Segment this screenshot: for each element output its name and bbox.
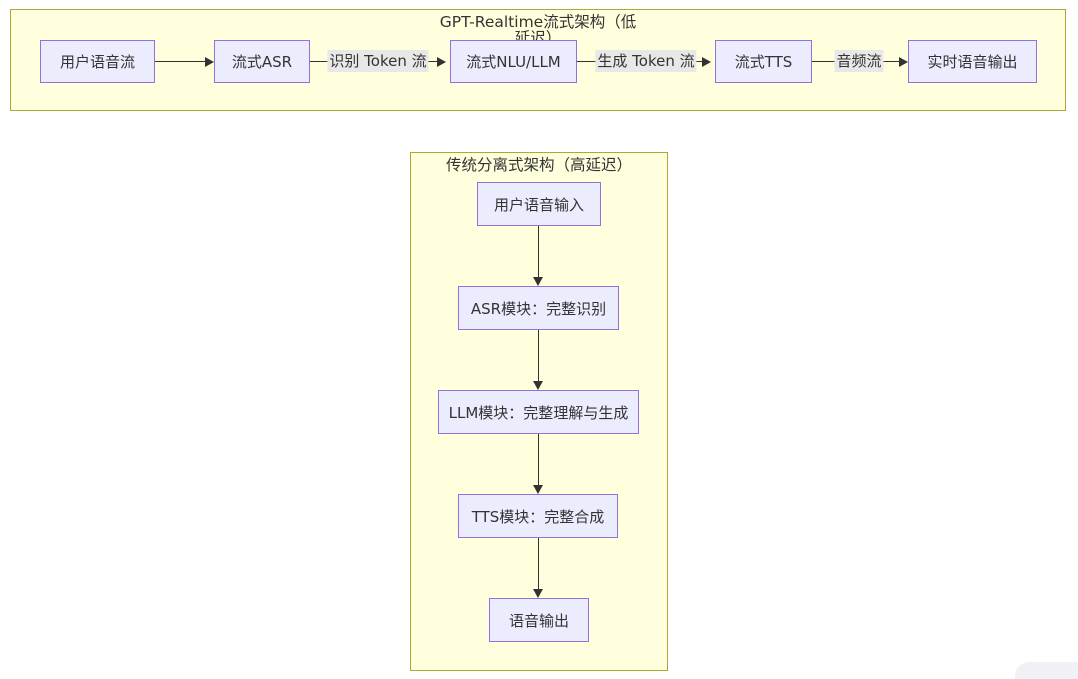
corner-widget <box>1015 662 1078 679</box>
node-label: 语音输出 <box>508 611 569 630</box>
node-label: 实时语音输出 <box>927 53 1018 71</box>
node-realtime-voice-output: 实时语音输出 <box>908 40 1037 83</box>
node-streaming-nlu-llm: 流式NLU/LLM <box>450 40 577 83</box>
node-label: 流式NLU/LLM <box>466 53 561 71</box>
arrowhead-right-icon <box>205 56 214 67</box>
arrowhead-down-icon <box>533 485 543 494</box>
node-label: 用户语音流 <box>59 53 135 71</box>
node-label: ASR模块：完整识别 <box>470 299 607 318</box>
node-label: 流式TTS <box>734 53 793 71</box>
node-user-voice-input: 用户语音输入 <box>477 182 601 226</box>
cluster-realtime-flow: GPT-Realtime流式架构（低 延迟） <box>10 9 1066 111</box>
node-label: 流式ASR <box>231 53 293 71</box>
node-label: LLM模块：完整理解与生成 <box>448 403 629 422</box>
arrowhead-right-icon <box>899 56 908 67</box>
edge-label-recognized-token-stream: 识别 Token 流 <box>327 50 429 72</box>
node-asr-module: ASR模块：完整识别 <box>458 286 619 330</box>
node-streaming-tts: 流式TTS <box>715 40 812 83</box>
edge-line <box>155 60 206 62</box>
node-streaming-asr: 流式ASR <box>214 40 310 83</box>
edge-line <box>537 226 539 278</box>
node-voice-output: 语音输出 <box>489 598 589 642</box>
node-label: 用户语音输入 <box>493 195 584 214</box>
node-label: TTS模块：完整合成 <box>471 507 605 526</box>
arrowhead-down-icon <box>533 277 543 286</box>
edge-line <box>537 538 539 590</box>
node-user-voice-stream: 用户语音流 <box>40 40 155 83</box>
cluster-title-traditional: 传统分离式架构（高延迟） <box>445 156 632 174</box>
edge-label-audio-stream: 音频流 <box>834 50 884 72</box>
edge-line <box>537 330 539 382</box>
node-llm-module: LLM模块：完整理解与生成 <box>438 390 639 434</box>
node-tts-module: TTS模块：完整合成 <box>458 494 618 538</box>
arrowhead-right-icon <box>437 56 446 67</box>
arrowhead-down-icon <box>533 381 543 390</box>
arrowhead-right-icon <box>702 56 711 67</box>
edge-line <box>537 434 539 486</box>
arrowhead-down-icon <box>533 589 543 598</box>
edge-label-generated-token-stream: 生成 Token 流 <box>595 50 697 72</box>
